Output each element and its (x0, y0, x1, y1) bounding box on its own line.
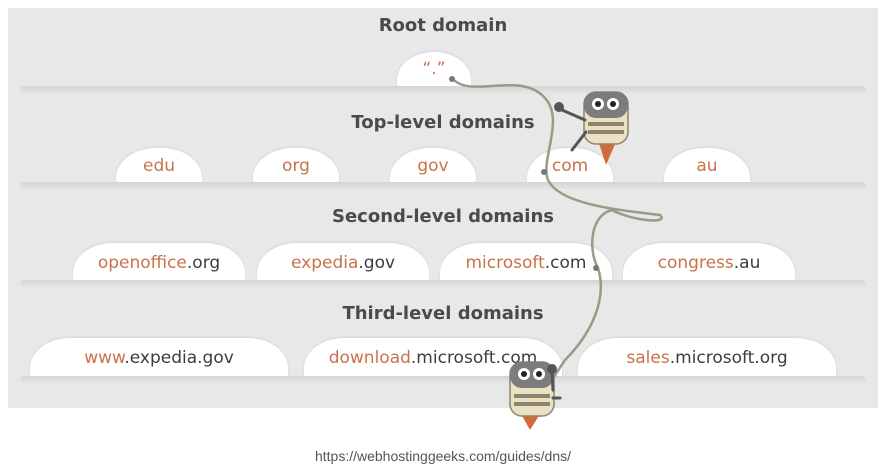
tld-label: edu (142, 156, 176, 176)
rope-knot (541, 169, 547, 175)
sld-suffix: .org (186, 253, 221, 273)
root-label: “.” (422, 59, 446, 79)
sld-dome: expedia.gov (257, 243, 429, 283)
third-suffix: .microsoft.org (669, 348, 788, 368)
tld-title: Top-level domains (351, 112, 535, 133)
sld-dome: openoffice.org (73, 243, 245, 283)
source-url: https://webhostinggeeks.com/guides/dns/ (314, 448, 572, 464)
third-suffix: .microsoft.com (410, 348, 538, 368)
sld-suffix: .gov (358, 253, 396, 273)
sld-dome: microsoft.com (440, 243, 612, 283)
robot-lower-icon (509, 361, 562, 430)
third-dome: sales.microsoft.org (578, 338, 836, 380)
sld-name: congress (657, 253, 734, 273)
tld-dome: au (664, 148, 750, 186)
tld-ledge (20, 182, 866, 190)
tld-label: au (696, 156, 718, 176)
third-name: www (84, 348, 125, 368)
rope-knot (449, 76, 455, 82)
robot-upper-icon (554, 91, 629, 165)
tld-dome: com (527, 148, 613, 186)
third-name: download (328, 348, 411, 368)
sld-ledge (20, 280, 866, 288)
third-title: Third-level domains (342, 303, 544, 324)
root-dome: “.” (397, 52, 471, 90)
tld-label: gov (417, 156, 449, 176)
tld-label: org (282, 156, 310, 176)
sld-name: microsoft (465, 253, 545, 273)
third-name: sales (626, 348, 670, 368)
sld-name: openoffice (97, 253, 187, 273)
sld-name: expedia (290, 253, 359, 273)
tld-dome: edu (116, 148, 202, 186)
tld-label: com (551, 156, 589, 176)
root-domain-title: Root domain (378, 15, 508, 36)
rope (450, 76, 663, 407)
sld-suffix: .au (733, 253, 761, 273)
sld-title: Second-level domains (332, 206, 554, 227)
sld-suffix: .com (544, 253, 587, 273)
root-ledge (20, 86, 866, 94)
third-suffix: .expedia.gov (124, 348, 234, 368)
third-dome: www.expedia.gov (30, 338, 288, 380)
sld-dome: congress.au (623, 243, 795, 283)
tld-dome: gov (390, 148, 476, 186)
tld-dome: org (253, 148, 339, 186)
rope-knot (593, 265, 599, 271)
third-ledge (20, 376, 866, 384)
